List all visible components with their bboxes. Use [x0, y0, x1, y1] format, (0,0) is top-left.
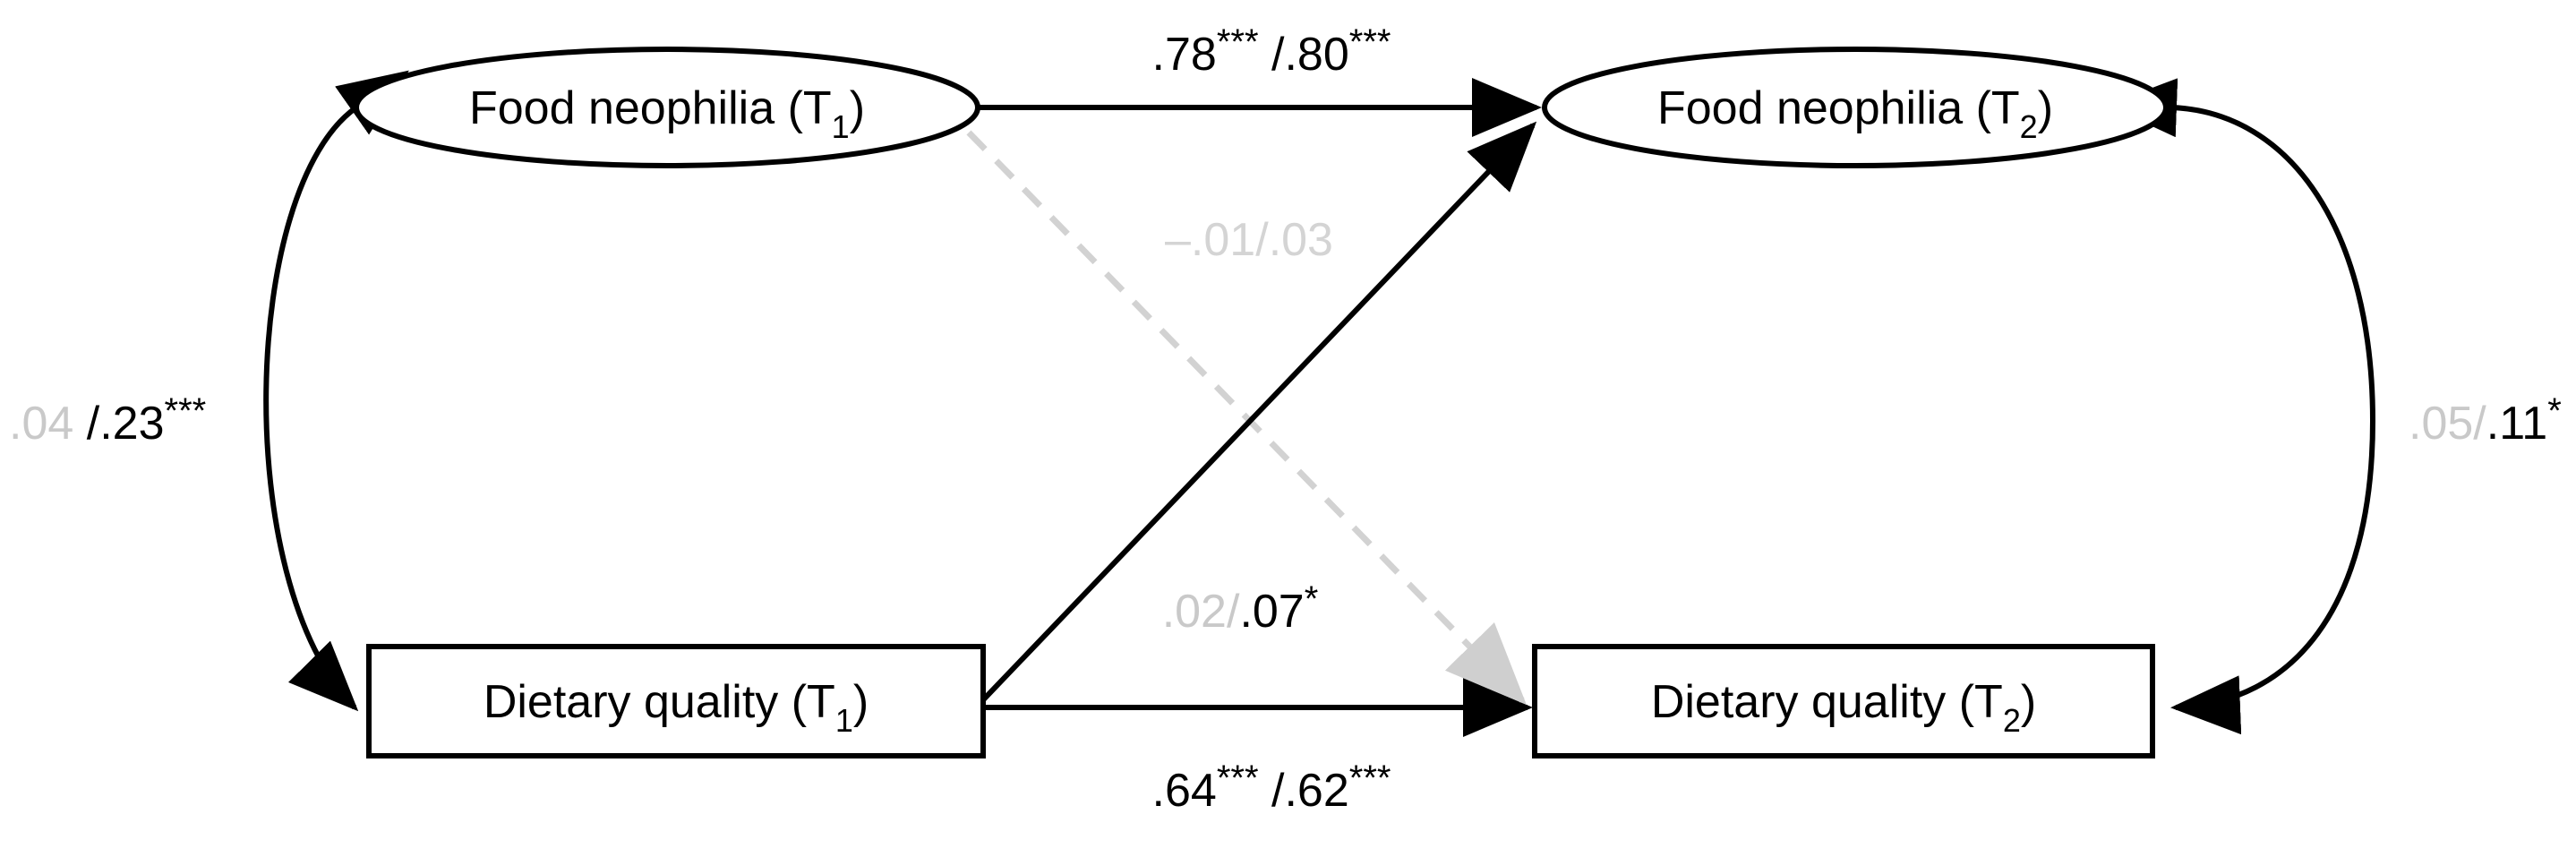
- label-autoregressive-neophilia: .78*** /.80***: [1152, 22, 1391, 81]
- dietary-quality-t2-label: Dietary quality (T2): [1651, 676, 2036, 739]
- food-neophilia-t2-label: Food neophilia (T2): [1657, 82, 2053, 145]
- correlation-t1-curve: [263, 70, 409, 712]
- label-correlation-t2: .05/.11*: [2409, 391, 2562, 450]
- food-neophilia-t1-label: Food neophilia (T1): [469, 82, 865, 145]
- node-dietary-quality-t2[interactable]: Dietary quality (T2): [1532, 644, 2155, 758]
- correlation-t1-edge: [263, 70, 409, 712]
- node-food-neophilia-t1[interactable]: Food neophilia (T1): [354, 47, 980, 168]
- dietary-quality-t2-rect[interactable]: [1532, 644, 2155, 758]
- correlation-t2-curve: [2107, 78, 2376, 735]
- label-autoregressive-diet: .64*** /.62***: [1152, 758, 1391, 817]
- node-food-neophilia-t2[interactable]: Food neophilia (T2): [1542, 47, 2169, 168]
- crosslag-neophilia-to-diet-edge: [966, 130, 1527, 706]
- crosslag-diet-to-neophilia-edge: [973, 121, 1537, 710]
- label-correlation-t1: .04 /.23***: [9, 391, 206, 450]
- food-neophilia-t2-ellipse[interactable]: [1542, 47, 2169, 168]
- correlation-t2-edge: [2107, 78, 2376, 735]
- food-neophilia-t1-ellipse[interactable]: [354, 47, 980, 168]
- dietary-quality-t1-rect[interactable]: [366, 644, 986, 758]
- label-crosslag-neophilia-to-diet: –.01/.03: [1165, 214, 1333, 266]
- label-crosslag-diet-to-neophilia: .02/.07*: [1162, 579, 1319, 638]
- node-dietary-quality-t1[interactable]: Dietary quality (T1): [366, 644, 986, 758]
- dietary-quality-t1-label: Dietary quality (T1): [484, 676, 869, 739]
